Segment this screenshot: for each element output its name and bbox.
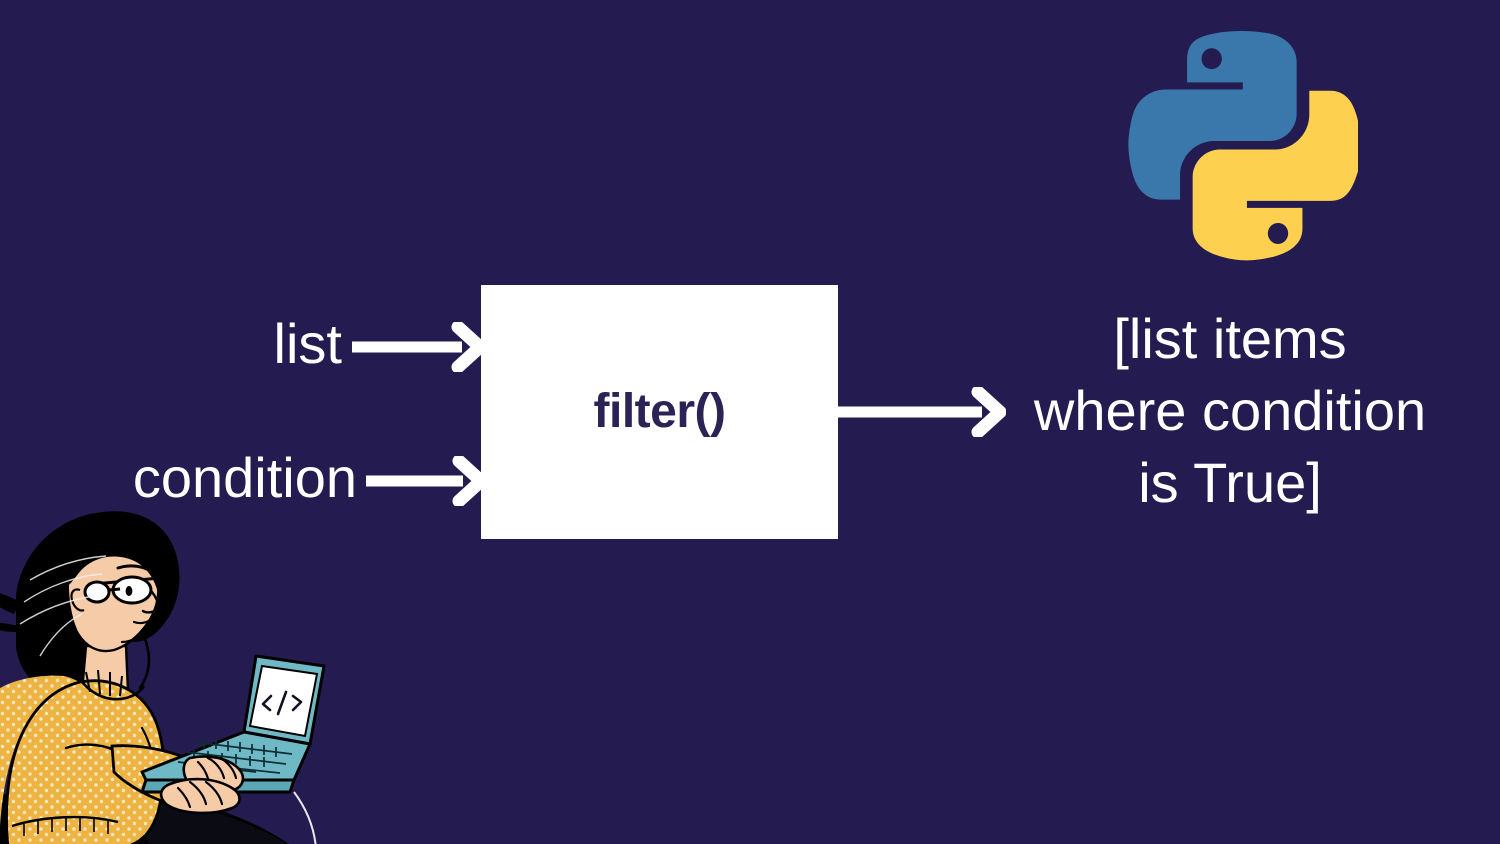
input-label-condition: condition xyxy=(132,446,357,509)
python-logo-blue-half xyxy=(1128,31,1297,200)
illustration-hair-strand xyxy=(138,634,151,690)
input-label-list: list xyxy=(273,312,342,375)
illustration-hem-ribs xyxy=(23,818,109,836)
illustration-hem xyxy=(11,815,119,828)
arrow-condition-to-filter xyxy=(364,454,488,508)
illustration-hair-wisp xyxy=(0,622,20,632)
illustration-sweater xyxy=(0,675,82,844)
laptop-screen xyxy=(242,654,326,746)
illustration-hair-front xyxy=(63,527,171,610)
illustration-collar xyxy=(81,681,146,701)
python-logo-yellow-half xyxy=(1192,89,1362,261)
illustration-hair-wisp xyxy=(0,593,20,614)
arrow-filter-to-output xyxy=(836,385,1007,439)
illustration-hand-front xyxy=(159,777,241,815)
code-glyph xyxy=(261,690,303,716)
illustration-chin xyxy=(120,630,144,644)
filter-function-label: filter() xyxy=(593,385,726,438)
woman-coding-illustration xyxy=(0,496,350,844)
illustration-profile-line xyxy=(141,590,160,614)
arrow-list-to-filter xyxy=(350,320,487,374)
illustration-sweater-main xyxy=(6,680,164,844)
filter-function-box: filter() xyxy=(481,285,838,539)
illustration-fingers-front xyxy=(176,780,224,809)
illustration-mouth xyxy=(132,618,152,625)
illustration-hair-highlights xyxy=(19,555,107,657)
output-label: [list items where condition is True] xyxy=(1033,307,1427,514)
illustration-cord xyxy=(293,791,317,844)
python-logo xyxy=(1128,30,1362,262)
eye-pupil xyxy=(125,586,133,596)
